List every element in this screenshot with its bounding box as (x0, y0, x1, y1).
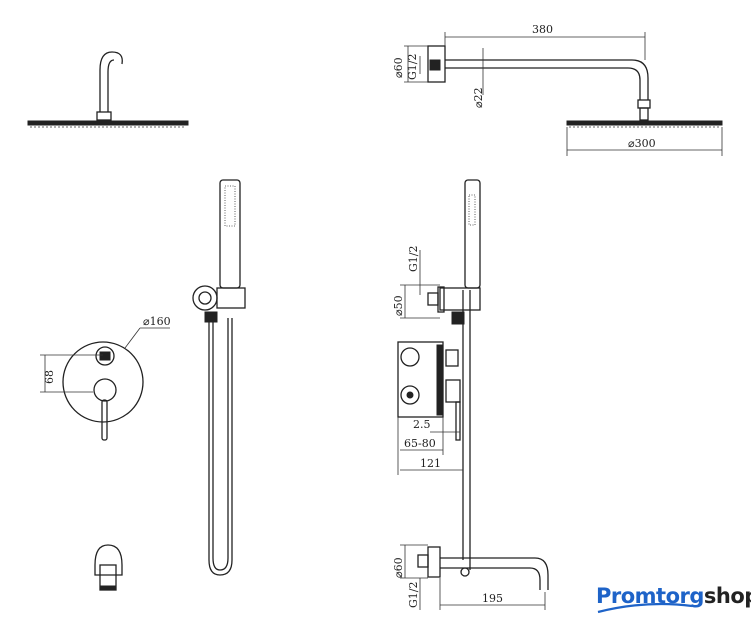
dim-spout-flange: ⌀60 (392, 557, 405, 578)
dim-depth-range: 65-80 (404, 437, 436, 450)
side-view-assembly (397, 179, 549, 610)
dim-depth-offset: 2.5 (413, 418, 431, 431)
logo-swoosh-icon (597, 602, 693, 614)
hand-shower-front (192, 179, 246, 576)
mixer-plate-front (40, 327, 170, 441)
shower-head-front (27, 51, 189, 128)
dim-spout-length: 195 (482, 592, 503, 605)
dim-spout-thread: G1/2 (407, 582, 420, 609)
dim-head-diameter: ⌀300 (628, 137, 656, 150)
dim-side-thread: G1/2 (407, 246, 420, 273)
dim-height: 68 (43, 370, 56, 384)
spout-front (94, 544, 123, 591)
dim-flange-diameter: ⌀60 (392, 57, 405, 78)
logo-part-2: shop (703, 584, 751, 608)
shower-head-side (404, 32, 723, 156)
dim-thread: G1/2 (406, 54, 419, 81)
dim-outlet-diameter: ⌀50 (392, 295, 405, 316)
dim-arm-diameter: ⌀22 (472, 87, 485, 108)
dim-arm-length: 380 (532, 23, 553, 36)
dim-plate-diameter: ⌀160 (143, 315, 171, 328)
dim-total-depth: 121 (420, 457, 441, 470)
